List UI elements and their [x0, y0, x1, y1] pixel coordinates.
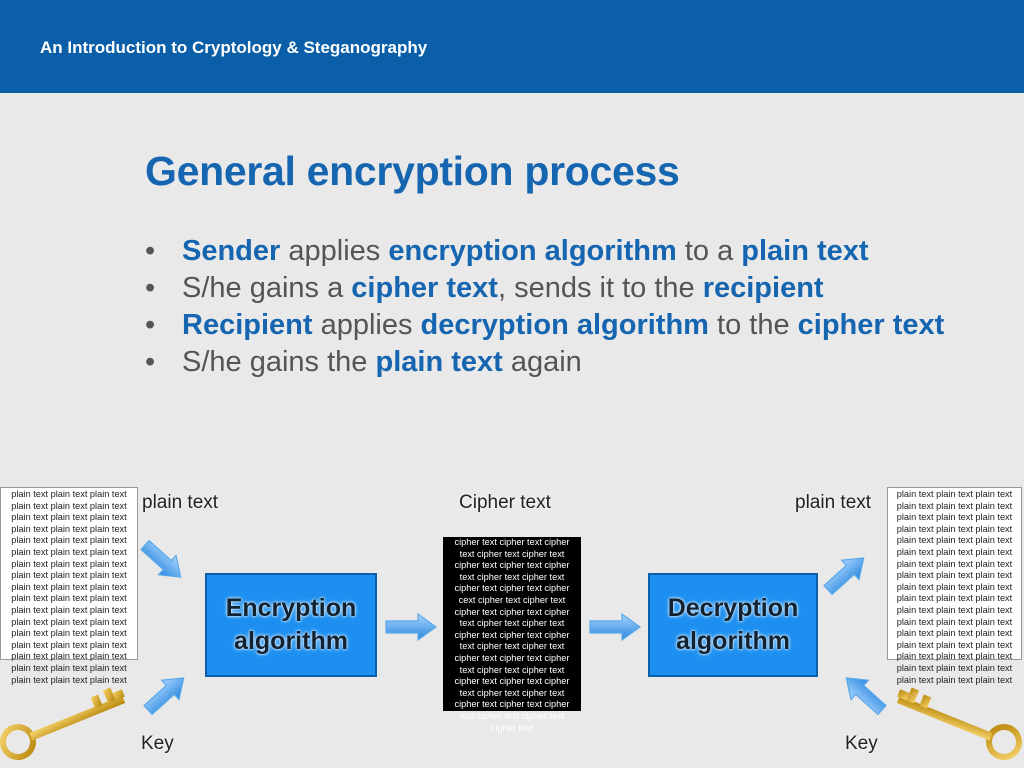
arrow-icon	[385, 612, 438, 642]
bullet-text: again	[502, 346, 582, 378]
header-title: An Introduction to Cryptology & Steganog…	[40, 38, 428, 57]
bullet-item: S/he gains a cipher text, sends it to th…	[145, 272, 945, 304]
arrow-icon	[143, 677, 185, 716]
highlighted-term: Sender	[182, 235, 281, 267]
bullet-text: applies	[280, 235, 389, 267]
highlighted-term: Recipient	[182, 309, 313, 341]
arrow-icon	[589, 612, 642, 642]
bullet-text: S/he gains the	[182, 346, 376, 378]
bullet-text: to a	[676, 235, 742, 267]
decryption-line-1: Decryption	[667, 594, 799, 622]
key-icon	[896, 687, 1022, 760]
highlighted-term: encryption algorithm	[388, 235, 677, 267]
bullet-item: S/he gains the plain text again	[145, 346, 945, 378]
slide-title: General encryption process	[145, 148, 680, 194]
highlighted-term: recipient	[702, 272, 824, 304]
highlighted-term: cipher text	[797, 309, 945, 341]
arrow-icon	[140, 539, 182, 578]
bullet-text: S/he gains a	[182, 272, 352, 304]
encryption-line-1: Encryption	[225, 594, 357, 622]
cipher-text-block: cipher text cipher text cipher text ciph…	[443, 537, 581, 733]
bullet-item: Sender applies encryption algorithm to a…	[145, 235, 945, 267]
header-bar: An Introduction to Cryptology & Steganog…	[0, 0, 1024, 93]
bullet-text: to the	[708, 309, 798, 341]
arrow-icon	[823, 557, 865, 596]
bullet-text: applies	[312, 309, 421, 341]
plain-text-block-left: plain text plain text plain text plain t…	[0, 487, 138, 685]
plain-text-label-right: plain text	[795, 492, 872, 513]
highlighted-term: cipher text	[351, 272, 498, 304]
highlighted-term: plain text	[375, 346, 503, 378]
arrow-icon	[845, 677, 887, 716]
key-label-right: Key	[845, 733, 878, 754]
bullet-text: , sends it to the	[497, 272, 703, 304]
plain-text-block-right: plain text plain text plain text plain t…	[887, 487, 1022, 685]
encryption-algorithm-box: Encryption algorithm	[205, 573, 377, 677]
decryption-algorithm-box: Decryption algorithm	[648, 573, 818, 677]
decryption-line-2: algorithm	[676, 627, 790, 655]
key-label-left: Key	[141, 733, 174, 754]
plain-text-label-left: plain text	[142, 492, 219, 513]
highlighted-term: plain text	[741, 235, 869, 267]
key-icon	[0, 687, 126, 760]
cipher-text-label: Cipher text	[459, 492, 551, 513]
bullet-item: Recipient applies decryption algorithm t…	[145, 309, 945, 341]
bullet-list: Sender applies encryption algorithm to a…	[145, 237, 945, 385]
highlighted-term: decryption algorithm	[420, 309, 709, 341]
encryption-line-2: algorithm	[234, 627, 348, 655]
